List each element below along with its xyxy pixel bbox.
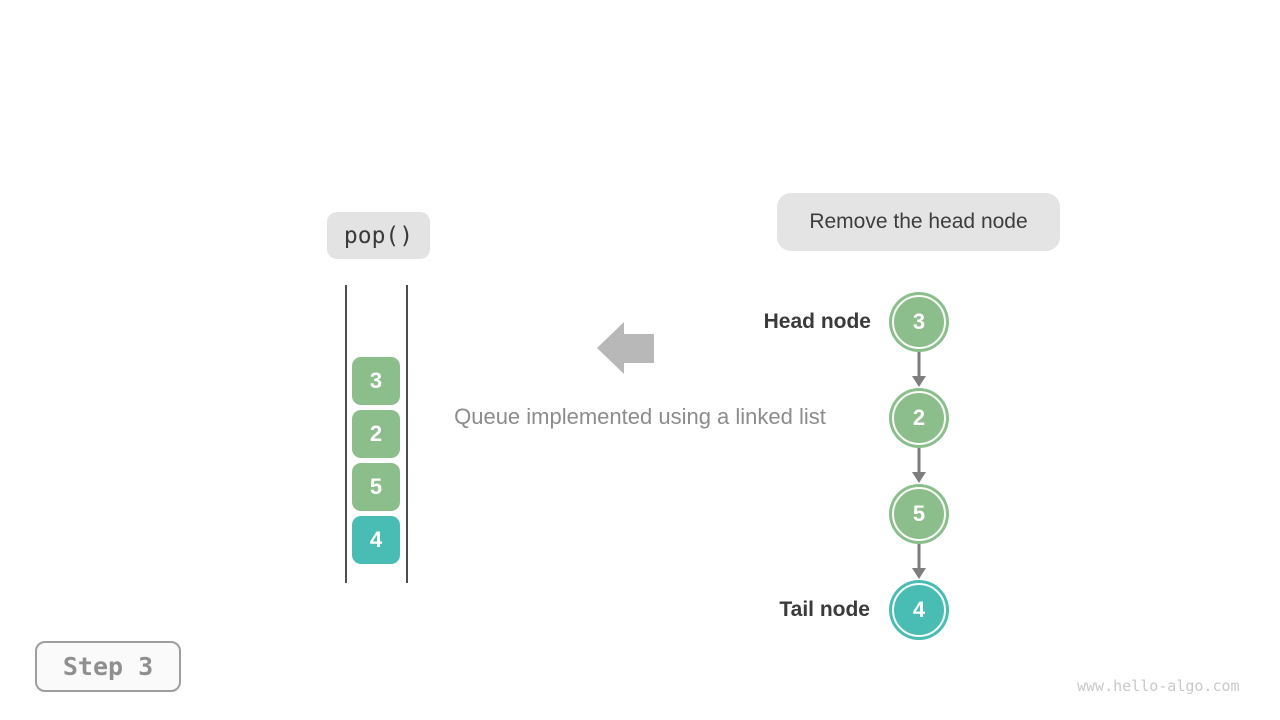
stack-item: 4 <box>352 516 400 564</box>
annotation-bubble: Remove the head node <box>777 193 1060 251</box>
stack-rail-left <box>345 285 347 583</box>
down-arrow-icon <box>912 544 926 579</box>
linked-list-node: 5 <box>889 484 949 544</box>
step-badge: Step 3 <box>35 641 181 692</box>
watermark: www.hello-algo.com <box>1077 677 1240 695</box>
stack-item: 5 <box>352 463 400 511</box>
down-arrow-icon <box>912 352 926 387</box>
stack-item: 3 <box>352 357 400 405</box>
linked-list-node: 3 <box>889 292 949 352</box>
tail-node-label: Tail node <box>779 598 870 621</box>
stack-rail-right <box>406 285 408 583</box>
figure-caption: Queue implemented using a linked list <box>454 404 826 429</box>
stack-item: 2 <box>352 410 400 458</box>
left-arrow-icon <box>597 322 654 374</box>
operation-label: pop() <box>327 212 430 259</box>
down-arrow-icon <box>912 448 926 483</box>
linked-list-node: 4 <box>889 580 949 640</box>
linked-list-node: 2 <box>889 388 949 448</box>
head-node-label: Head node <box>763 310 871 333</box>
